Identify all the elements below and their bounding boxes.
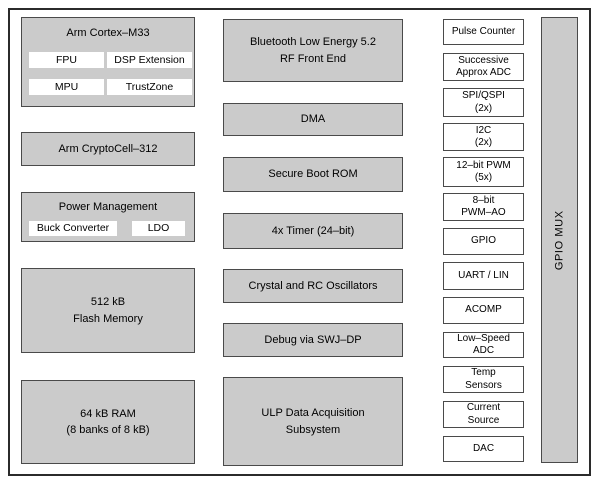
- block-mpu: MPU: [29, 79, 104, 95]
- block-label: Debug via SWJ–DP: [264, 333, 362, 346]
- block-arm-cortex-m33: Arm Cortex–M33 FPU DSP Extension MPU Tru…: [21, 17, 195, 107]
- block-dsp-extension: DSP Extension: [107, 52, 192, 68]
- block-successive-approx-adc: Successive Approx ADC: [443, 53, 524, 81]
- block-debug-swj-dp: Debug via SWJ–DP: [223, 323, 403, 357]
- block-label: Flash Memory: [73, 312, 143, 325]
- block-acomp: ACOMP: [443, 297, 524, 324]
- block-label: Crystal and RC Oscillators: [248, 279, 378, 292]
- block-label: (2x): [474, 102, 493, 114]
- block-pwm-12bit: 12–bit PWM (5x): [443, 157, 524, 187]
- block-label: 4x Timer (24–bit): [271, 224, 355, 237]
- block-trustzone: TrustZone: [107, 79, 192, 95]
- block-label: DMA: [300, 113, 326, 126]
- block-label: 512 kB: [90, 296, 126, 308]
- block-label: ACOMP: [465, 304, 502, 316]
- block-label: Sensors: [465, 379, 502, 391]
- block-label: 64 kB RAM: [80, 407, 136, 420]
- block-low-speed-adc: Low–Speed ADC: [443, 332, 524, 358]
- block-label: I2C: [475, 124, 492, 136]
- block-ble-rf-front-end: Bluetooth Low Energy 5.2 RF Front End: [223, 19, 403, 82]
- block-label: Pulse Counter: [451, 25, 516, 37]
- block-label: PWM–AO: [461, 207, 506, 218]
- block-ram: 64 kB RAM (8 banks of 8 kB): [21, 380, 195, 464]
- block-temp-sensors: Temp Sensors: [443, 366, 524, 393]
- block-dac: DAC: [443, 436, 524, 462]
- block-label: TrustZone: [125, 80, 174, 93]
- block-label: (8 banks of 8 kB): [66, 424, 150, 436]
- block-label: ULP Data Acquisition: [261, 407, 365, 419]
- block-title: Power Management: [58, 201, 158, 213]
- block-label: (5x): [474, 172, 493, 183]
- block-timer: 4x Timer (24–bit): [223, 213, 403, 249]
- block-label: Temp: [471, 367, 496, 378]
- block-label: Bluetooth Low Energy 5.2: [250, 36, 376, 48]
- block-label: UART / LIN: [458, 269, 509, 281]
- block-label: (2x): [474, 137, 493, 148]
- block-gpio-mux: GPIO MUX: [541, 17, 578, 463]
- block-pulse-counter: Pulse Counter: [443, 19, 524, 45]
- block-buck-converter: Buck Converter: [29, 221, 117, 236]
- block-label: SPI/QSPI: [462, 90, 505, 101]
- block-fpu: FPU: [29, 52, 104, 68]
- block-label: RF Front End: [279, 52, 347, 65]
- block-label: Buck Converter: [36, 222, 110, 235]
- block-ulp-data-acquisition: ULP Data Acquisition Subsystem: [223, 377, 403, 466]
- block-flash-memory: 512 kB Flash Memory: [21, 268, 195, 353]
- block-current-source: Current Source: [443, 401, 524, 428]
- block-power-management: Power Management Buck Converter LDO: [21, 192, 195, 242]
- block-spi-qspi: SPI/QSPI (2x): [443, 88, 524, 117]
- block-label: Current: [466, 402, 501, 413]
- block-ldo: LDO: [132, 221, 185, 236]
- block-label: GPIO: [470, 235, 496, 247]
- block-label: Low–Speed: [457, 332, 510, 344]
- block-label: Successive: [458, 54, 509, 66]
- block-label: LDO: [147, 222, 170, 235]
- block-i2c: I2C (2x): [443, 123, 524, 151]
- block-uart-lin: UART / LIN: [443, 262, 524, 290]
- block-secure-boot-rom: Secure Boot ROM: [223, 157, 403, 192]
- block-arm-cryptocell-312: Arm CryptoCell–312: [21, 132, 195, 166]
- block-pwm-8bit-ao: 8–bit PWM–AO: [443, 193, 524, 221]
- block-label: Arm CryptoCell–312: [58, 142, 158, 155]
- block-label: 12–bit PWM: [456, 159, 511, 171]
- block-label: FPU: [56, 53, 77, 66]
- block-label: Source: [467, 414, 500, 426]
- block-gpio: GPIO: [443, 228, 524, 255]
- block-oscillators: Crystal and RC Oscillators: [223, 269, 403, 303]
- block-label: MPU: [54, 80, 79, 93]
- block-label: Approx ADC: [455, 67, 512, 78]
- block-label: Subsystem: [285, 423, 341, 436]
- block-label: ADC: [472, 345, 495, 356]
- block-label: DSP Extension: [114, 53, 185, 66]
- block-dma: DMA: [223, 103, 403, 136]
- block-label: DAC: [472, 442, 495, 454]
- block-title: Arm Cortex–M33: [66, 27, 150, 39]
- block-label: GPIO MUX: [553, 210, 566, 270]
- block-label: 8–bit: [472, 194, 495, 206]
- block-label: Secure Boot ROM: [268, 168, 358, 181]
